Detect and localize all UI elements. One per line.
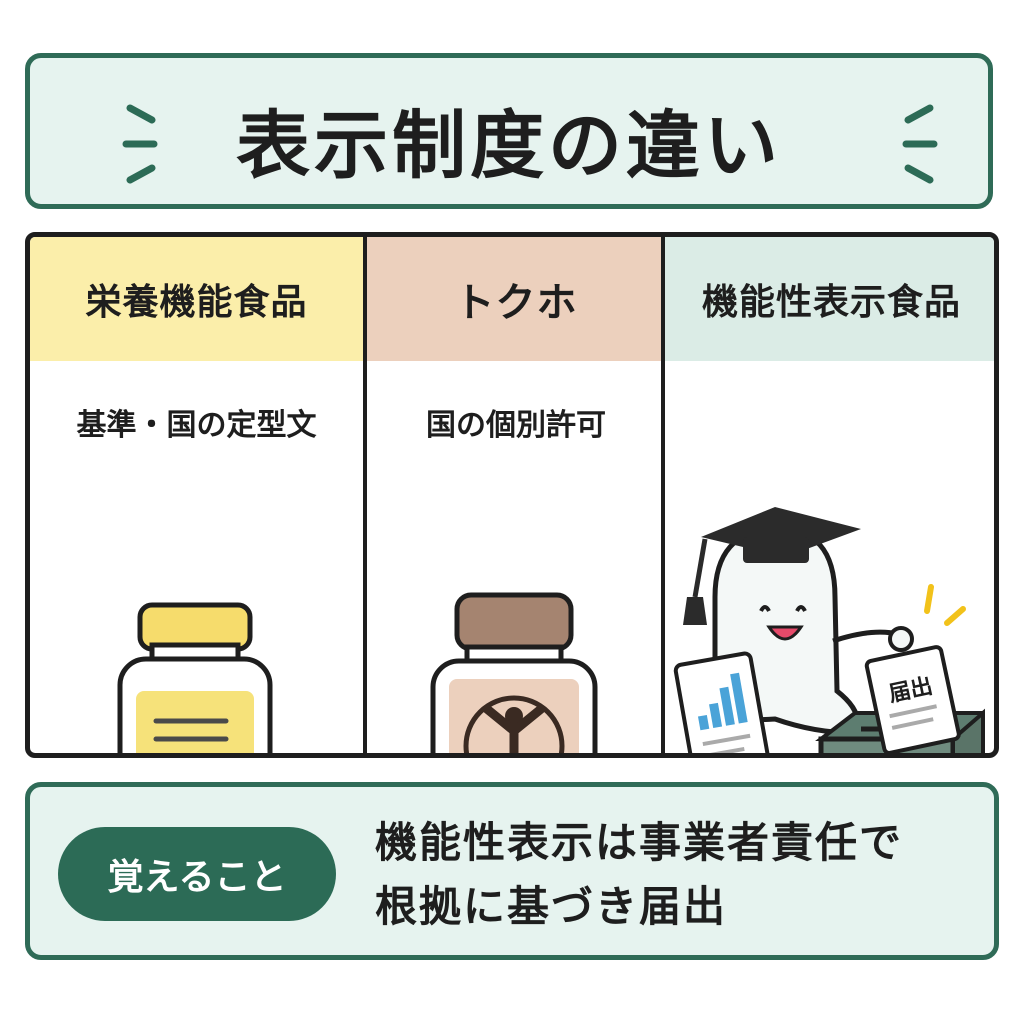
right-sparkle-icon bbox=[902, 104, 938, 184]
remember-badge: 覚えること bbox=[58, 827, 336, 921]
key-point-box: 覚えること 機能性表示は事業者責任で 根拠に基づき届出 bbox=[25, 782, 999, 960]
panel-subtitle: 国の個別許可 bbox=[426, 408, 606, 443]
title-banner: 表示制度の違い bbox=[25, 53, 993, 209]
key-point-text: 機能性表示は事業者責任で 根拠に基づき届出 bbox=[375, 811, 985, 939]
panel-heading: トクホ bbox=[367, 237, 665, 361]
page-title: 表示制度の違い bbox=[236, 103, 782, 189]
panel-function-claim-food: 機能性表示食品 bbox=[661, 237, 994, 753]
panel-subtitle: 基準・国の定型文 bbox=[76, 408, 317, 443]
panel-nutrient-function-food: 栄養機能食品 基準・国の定型文 bbox=[30, 237, 363, 753]
key-point-line: 根拠に基づき届出 bbox=[375, 882, 728, 931]
key-point-line: 機能性表示は事業者責任で bbox=[375, 818, 904, 867]
left-sparkle-icon bbox=[122, 104, 158, 184]
panel-tokuho: トクホ 国の個別許可 bbox=[363, 237, 665, 753]
panel-heading: 栄養機能食品 bbox=[30, 237, 363, 361]
panel-heading: 機能性表示食品 bbox=[665, 237, 994, 361]
mascot-submitting-document-icon: 届出 bbox=[673, 507, 985, 753]
brown-bottle-with-person-symbol-icon bbox=[430, 592, 598, 753]
comparison-panels: 栄養機能食品 基準・国の定型文 トクホ 国の個別許可 bbox=[25, 232, 999, 758]
yellow-supplement-bottle-icon bbox=[117, 602, 273, 753]
